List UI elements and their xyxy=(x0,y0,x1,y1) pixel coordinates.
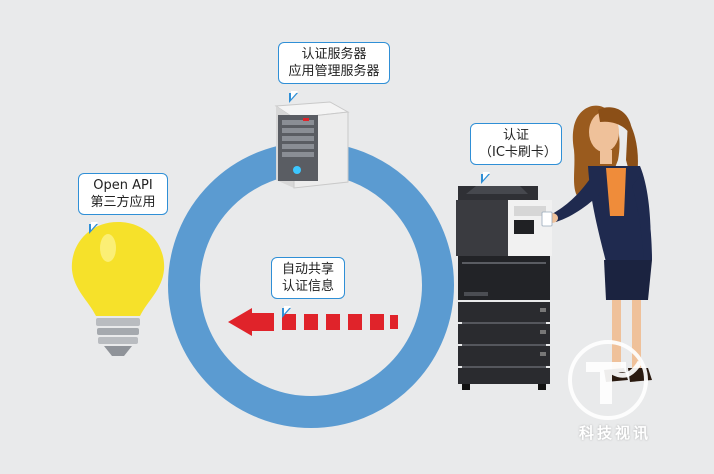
copier-icon xyxy=(456,186,552,390)
open-api-callout-line2: 第三方应用 xyxy=(90,195,156,210)
auto-share-callout-line1: 自动共享 xyxy=(281,262,334,277)
ic-card-auth-callout-line2: （IC卡刷卡） xyxy=(479,145,557,160)
dashed-arrow-icon xyxy=(228,308,398,336)
ic-card-auth-callout: 认证 （IC卡刷卡） xyxy=(470,123,562,184)
auto-share-callout-line2: 认证信息 xyxy=(281,279,334,294)
server-callout-line1: 认证服务器 xyxy=(301,47,367,62)
open-api-callout: Open API 第三方应用 xyxy=(78,173,168,234)
server-icon xyxy=(274,101,350,189)
server-callout-line2: 应用管理服务器 xyxy=(288,64,380,79)
open-api-callout-line1: Open API xyxy=(93,178,153,193)
server-callout: 认证服务器 应用管理服务器 xyxy=(278,42,390,103)
ic-card-auth-callout-line1: 认证 xyxy=(502,128,529,143)
light-bulb-icon xyxy=(71,222,165,356)
watermark-text: 科技视讯 xyxy=(578,424,651,442)
auto-share-callout: 自动共享 认证信息 xyxy=(271,257,345,318)
watermark-logo xyxy=(568,340,648,420)
